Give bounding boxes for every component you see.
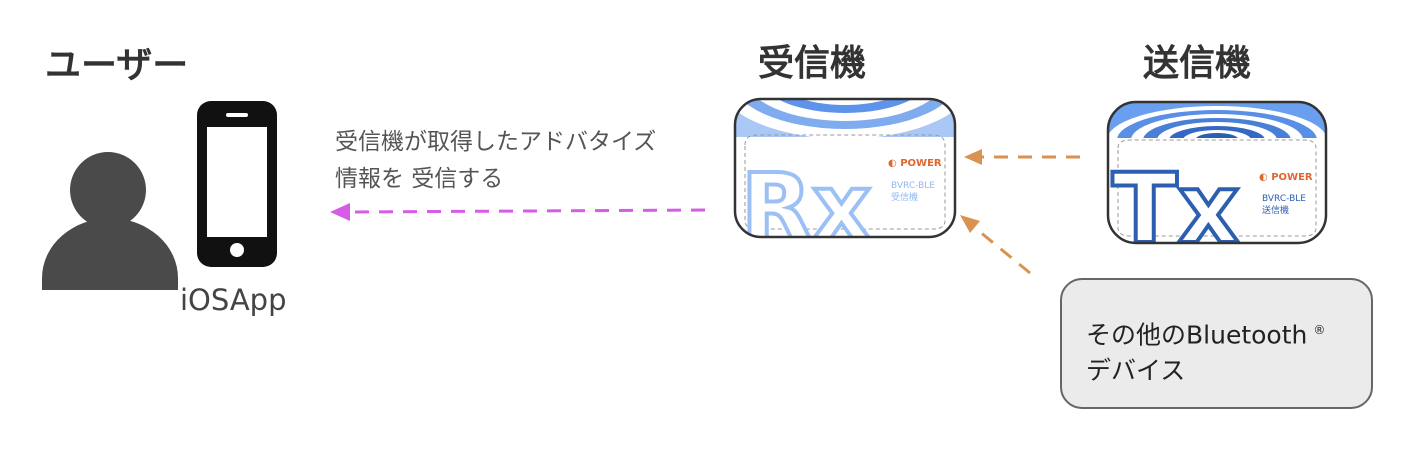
rx-letters: Rx: [741, 154, 871, 239]
tx-power-label: ◐ POWER: [1259, 172, 1313, 183]
pink-arrow-to-app: [330, 203, 706, 221]
receiver-device: Rx ◐ POWER BVRC-BLE 受信機: [733, 97, 957, 239]
other-device-label: その他のBluetooth ® デバイス: [1086, 312, 1325, 389]
tx-letters: Tx: [1112, 153, 1239, 245]
rx-power-text: POWER: [900, 158, 942, 169]
transmitter-device-graphic: Tx: [1106, 100, 1328, 245]
smartphone-icon: [197, 101, 277, 267]
rx-kind: 受信機: [891, 193, 919, 203]
transmitter-device: Tx ◐ POWER BVRC-BLE 送信機: [1106, 100, 1328, 245]
flow-caption: 受信機が取得したアドバタイズ 情報を 受信する: [335, 124, 656, 198]
tx-model: BVRC-BLE: [1262, 194, 1306, 204]
other-device-line2: デバイス: [1086, 356, 1186, 386]
orange-arrow-other-to-rx: [960, 215, 1031, 275]
rx-power-label: ◐ POWER: [888, 158, 942, 169]
user-icon: [42, 152, 178, 290]
power-icon: ◐: [1259, 172, 1272, 183]
rx-model: BVRC-BLE: [891, 181, 935, 191]
power-icon: ◐: [888, 158, 901, 169]
flow-caption-line1: 受信機が取得したアドバタイズ: [335, 129, 657, 155]
flow-caption-line2: 情報を 受信する: [335, 166, 504, 192]
other-bluetooth-device-box: その他のBluetooth ® デバイス: [1060, 278, 1373, 409]
registered-mark: ®: [1313, 323, 1326, 337]
tx-model-label: BVRC-BLE 送信機: [1262, 193, 1306, 217]
tx-power-text: POWER: [1271, 172, 1313, 183]
receiver-heading: 受信機: [758, 43, 867, 84]
transmitter-heading: 送信機: [1143, 43, 1252, 84]
user-heading: ユーザー: [45, 45, 189, 86]
rx-model-label: BVRC-BLE 受信機: [891, 180, 935, 204]
ios-app-label: iOSApp: [180, 283, 287, 317]
receiver-device-graphic: Rx: [733, 97, 957, 239]
other-device-line1: その他のBluetooth: [1086, 320, 1308, 350]
tx-kind: 送信機: [1262, 206, 1290, 216]
orange-arrow-tx-to-rx: [964, 149, 1080, 165]
